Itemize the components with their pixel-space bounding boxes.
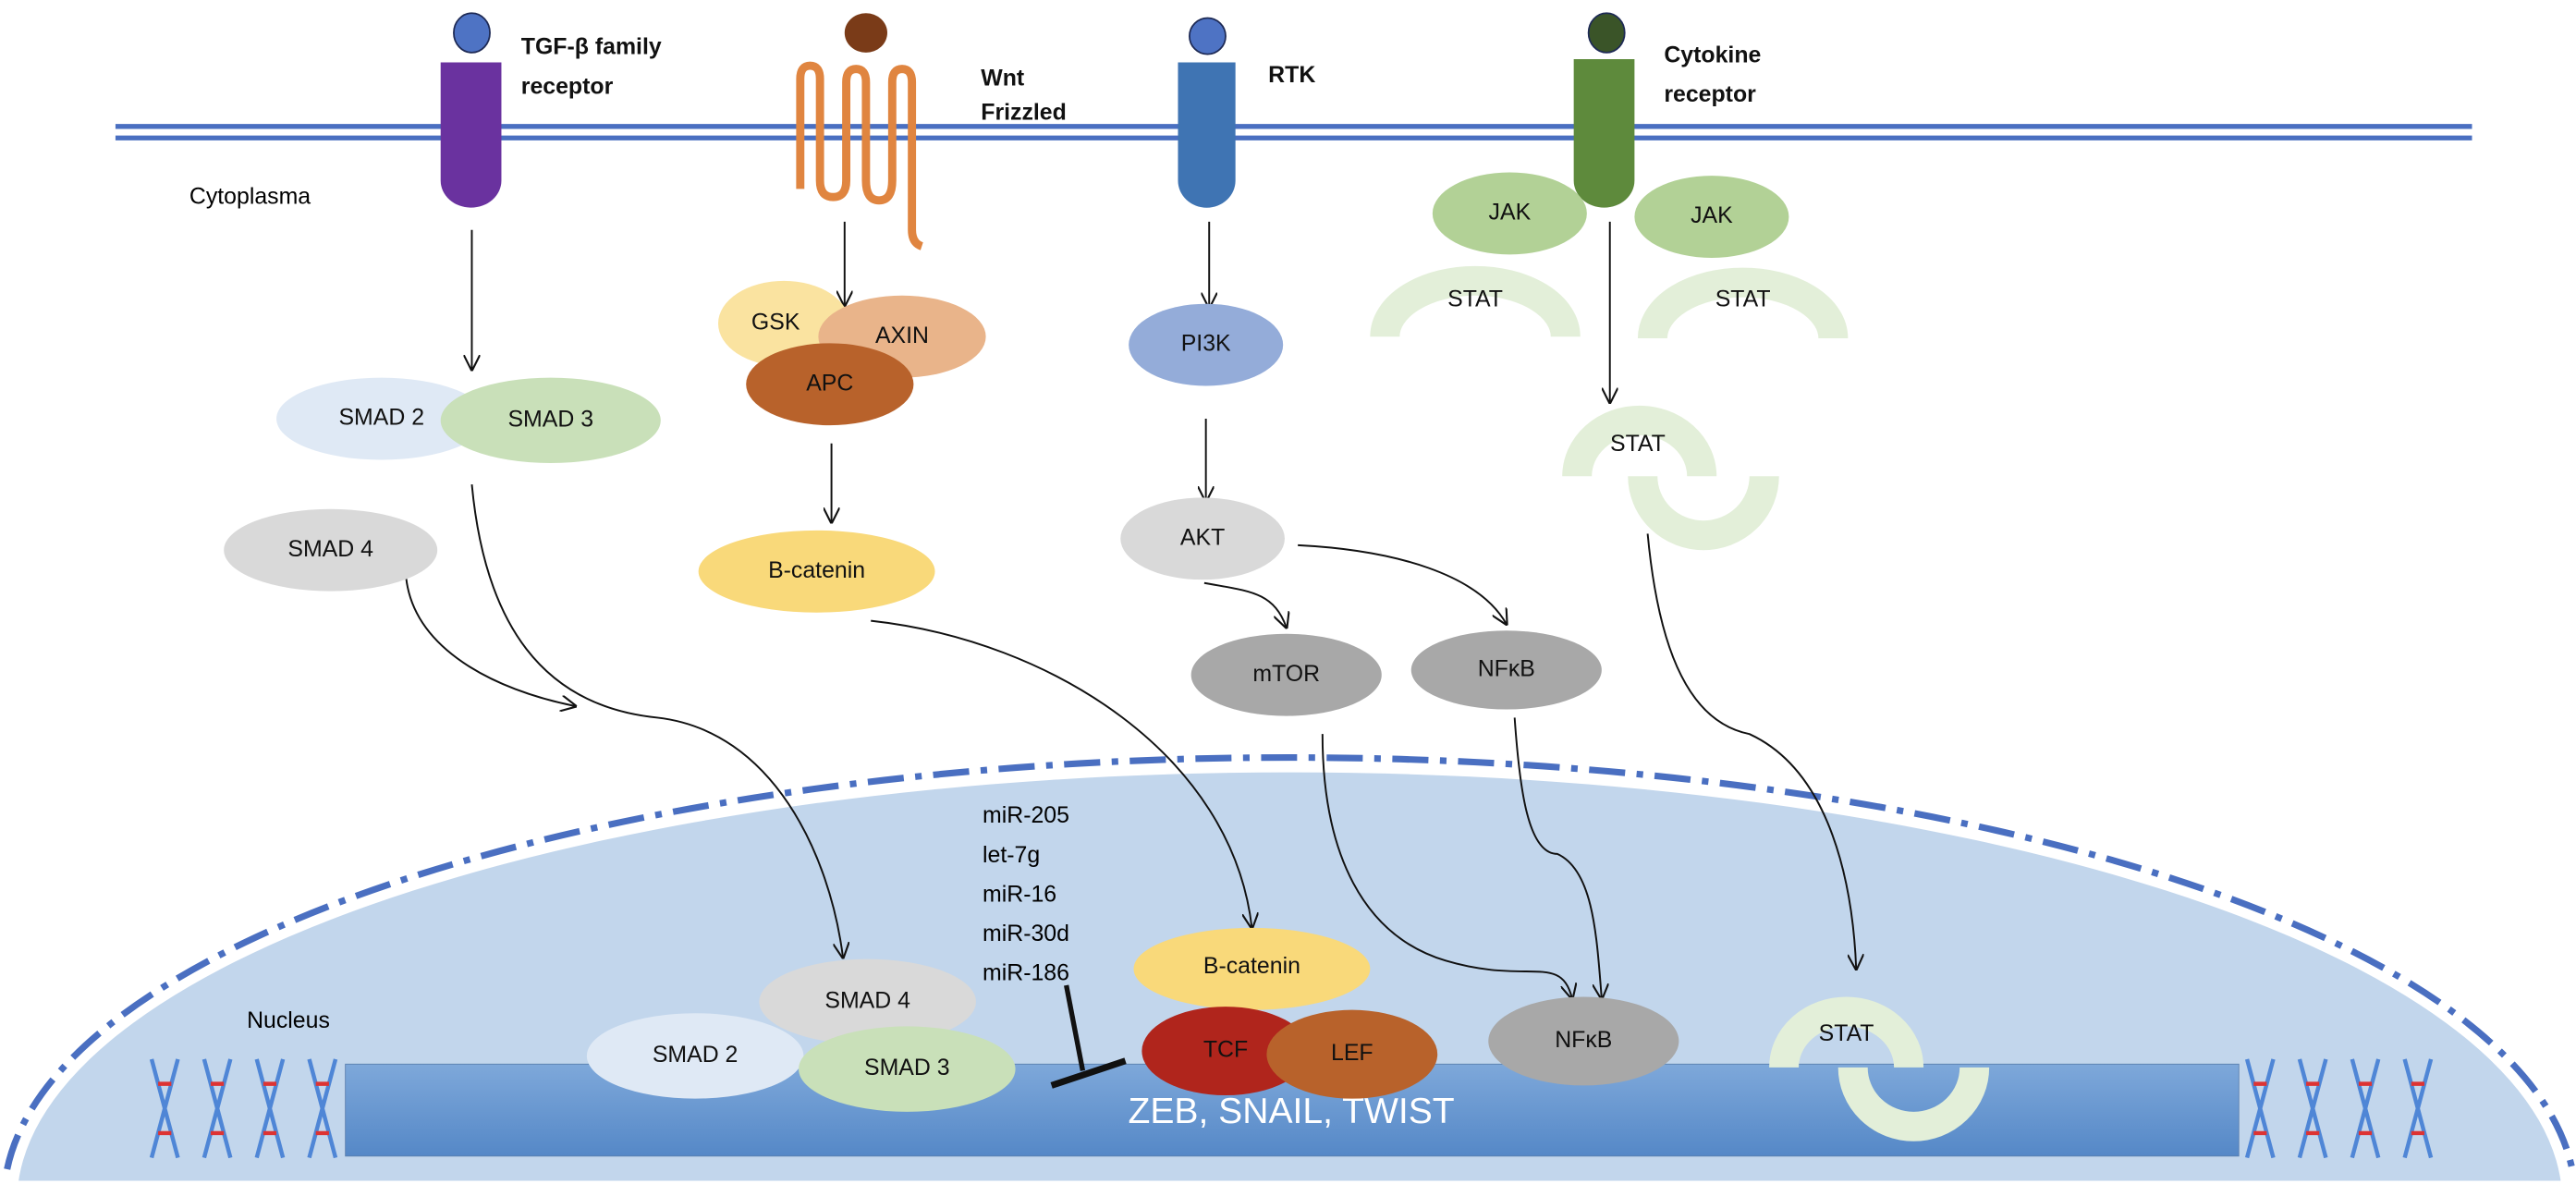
svg-text:Cytokine: Cytokine [1664,43,1761,68]
svg-text:Wnt: Wnt [981,65,1024,91]
svg-text:STAT: STAT [1715,287,1771,312]
svg-text:Frizzled: Frizzled [981,100,1067,126]
svg-text:LEF: LEF [1331,1040,1373,1066]
inhibition-icon [1050,984,1127,1089]
svg-text:STAT: STAT [1610,431,1666,457]
svg-text:B-catenin: B-catenin [768,557,865,583]
svg-text:NFκB: NFκB [1478,655,1535,681]
pathway-arrows [405,221,1856,998]
tcf-node: TCF [1141,1007,1310,1096]
mtor-node: mTOR [1190,633,1382,716]
svg-text:mTOR: mTOR [1252,661,1320,687]
svg-text:AXIN: AXIN [875,323,929,348]
stat-node-1: STAT [1370,265,1581,338]
jak-node-2: JAK [1634,176,1789,258]
svg-text:STAT: STAT [1447,287,1503,312]
svg-text:ZEB, SNAIL, TWIST: ZEB, SNAIL, TWIST [1128,1092,1454,1131]
stat-node-2: STAT [1637,267,1849,339]
cytoplasm-label: Cytoplasma [189,183,311,209]
svg-text:SMAD 2: SMAD 2 [338,405,424,431]
svg-text:receptor: receptor [1664,81,1756,107]
svg-text:TCF: TCF [1203,1037,1248,1063]
svg-text:STAT: STAT [1819,1020,1874,1046]
nuclear-nfkb-node: NFκB [1488,996,1679,1086]
nuclear-stat-node: STAT [1769,996,1990,1141]
smad3-node: SMAD 3 [440,377,661,464]
nucleus-label: Nucleus [247,1007,330,1033]
jak-node-1: JAK [1432,172,1587,255]
akt-node: AKT [1120,497,1285,580]
svg-text:SMAD 2: SMAD 2 [653,1042,739,1068]
dna-helix-right-icon [2244,1058,2434,1159]
svg-text:NFκB: NFκB [1555,1027,1612,1053]
svg-text:miR-16: miR-16 [983,881,1056,907]
svg-text:SMAD 3: SMAD 3 [864,1055,950,1080]
nuclear-smad2-node: SMAD 2 [586,1013,804,1099]
svg-text:receptor: receptor [521,73,614,99]
mirna-list: miR-205 let-7g miR-16 miR-30d miR-186 [983,802,1069,986]
pi3k-node: PI3K [1129,303,1284,386]
svg-text:APC: APC [806,370,853,396]
svg-text:PI3K: PI3K [1181,331,1231,357]
dna-helix-left-icon [149,1058,338,1159]
lef-node: LEF [1266,1009,1438,1099]
svg-text:SMAD 4: SMAD 4 [824,987,910,1013]
svg-text:miR-205: miR-205 [983,802,1069,828]
nuclear-bcatenin-node: B-catenin [1133,927,1371,1010]
nuclear-smad3-node: SMAD 3 [799,1026,1016,1112]
smad4-node: SMAD 4 [224,508,438,592]
cytokine-receptor: Cytokine receptor [1573,12,1761,208]
stat-dimer-node: STAT [1562,405,1779,551]
bcatenin-node: B-catenin [698,530,935,613]
svg-text:miR-30d: miR-30d [983,921,1069,946]
svg-text:B-catenin: B-catenin [1203,953,1300,979]
svg-text:JAK: JAK [1489,200,1532,226]
svg-text:let-7g: let-7g [983,842,1040,868]
svg-text:SMAD 4: SMAD 4 [287,536,373,562]
nuclear-smad4-node: SMAD 4 [759,958,976,1044]
svg-text:TGF-β family: TGF-β family [521,34,662,60]
svg-text:GSK: GSK [751,310,800,336]
cell-membrane [115,124,2472,140]
nfkb-node: NFκB [1410,630,1602,710]
svg-text:RTK: RTK [1268,62,1315,88]
svg-text:miR-186: miR-186 [983,960,1069,986]
apc-node: APC [746,343,914,426]
tgf-beta-receptor: TGF-β family receptor [440,12,662,208]
smad2-node: SMAD 2 [276,377,487,460]
svg-text:JAK: JAK [1691,202,1733,228]
svg-text:AKT: AKT [1180,524,1225,550]
rtk-receptor: RTK [1178,17,1315,208]
svg-text:SMAD 3: SMAD 3 [507,406,593,432]
wnt-frizzled-receptor: Wnt Frizzled [796,13,1067,250]
